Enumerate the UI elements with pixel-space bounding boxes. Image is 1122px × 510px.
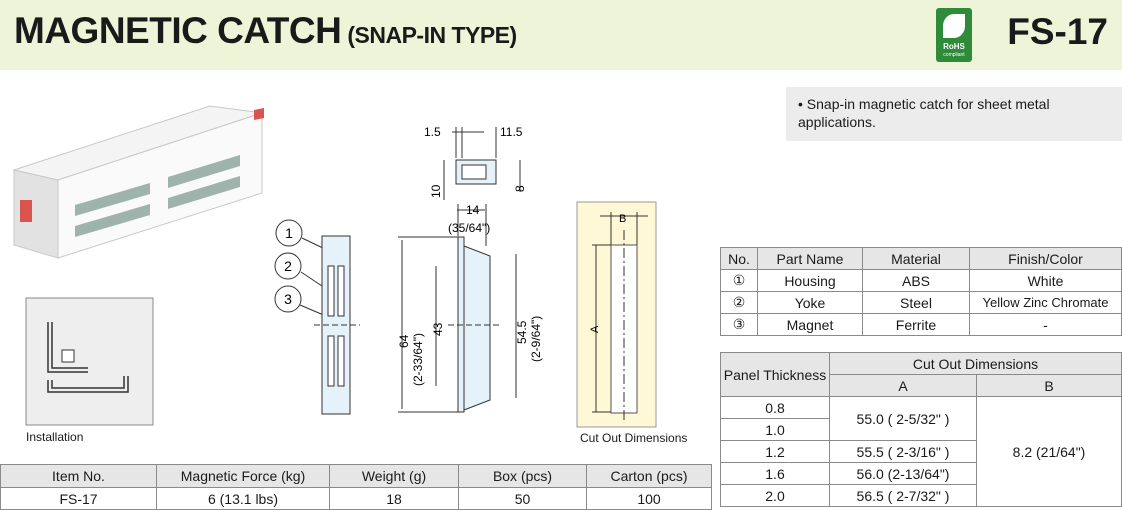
table-row: 1.2 55.5 ( 2-3/16" ) xyxy=(720,440,1122,463)
parts-header-finish: Finish/Color xyxy=(969,247,1122,270)
page-title: MAGNETIC CATCH(SNAP-IN TYPE) xyxy=(14,10,517,52)
table-row: ② Yoke Steel Yellow Zinc Chromate xyxy=(720,291,1122,314)
top-view xyxy=(443,127,521,200)
table-row: 0.8 55.0 ( 2-5/32" ) 8.2 (21/64") xyxy=(720,396,1122,507)
part-name: Magnet xyxy=(757,313,863,336)
thickness-value: 1.0 xyxy=(720,418,830,441)
item-header-no: Item No. xyxy=(0,464,157,488)
part-material: ABS xyxy=(862,269,970,292)
item-box: 50 xyxy=(458,487,587,510)
table-row: ③ Magnet Ferrite - xyxy=(720,313,1122,336)
callout-1 xyxy=(275,219,328,251)
part-name: Yoke xyxy=(757,291,863,314)
cutout-table: Panel Thickness Cut Out Dimensions A B 0… xyxy=(720,352,1122,507)
part-no: ② xyxy=(720,291,758,314)
a-value: 55.5 ( 2-3/16" ) xyxy=(829,440,977,463)
part-name: Housing xyxy=(757,269,863,292)
callout-2 xyxy=(274,252,329,291)
parts-header-name: Part Name xyxy=(757,247,863,270)
thickness-value: 1.2 xyxy=(720,440,830,463)
a-value: 56.5 ( 2-7/32" ) xyxy=(829,484,977,507)
installation-label: Installation xyxy=(26,430,84,444)
dim-h545: 54.5 xyxy=(515,320,529,344)
parts-table: No. Part Name Material Finish/Color ① Ho… xyxy=(720,247,1122,336)
b-value: 8.2 (21/64") xyxy=(976,396,1122,507)
callout-1-label: 1 xyxy=(285,225,293,241)
item-header-box: Box (pcs) xyxy=(458,464,587,488)
cutout-dims-header: Cut Out Dimensions xyxy=(829,352,1122,375)
item-table: Item No. Magnetic Force (kg) Weight (g) … xyxy=(0,464,712,510)
front-view xyxy=(398,204,517,413)
part-no: ③ xyxy=(720,313,758,336)
feature-box: • Snap-in magnetic catch for sheet metal… xyxy=(786,87,1122,141)
product-image xyxy=(12,105,264,259)
item-header-row: Item No. Magnetic Force (kg) Weight (g) … xyxy=(0,464,712,488)
item-header-force: Magnetic Force (kg) xyxy=(156,464,330,488)
header-band xyxy=(0,0,1122,70)
thickness-value: 1.6 xyxy=(720,462,830,485)
dim-h10: 10 xyxy=(429,184,443,198)
item-header-weight: Weight (g) xyxy=(329,464,459,488)
dim-w14: 14 xyxy=(466,203,480,217)
cutout-header-row: Panel Thickness Cut Out Dimensions xyxy=(720,352,1122,397)
item-no: FS-17 xyxy=(0,487,157,510)
a-value: 55.0 ( 2-5/32" ) xyxy=(829,396,977,441)
thickness-value: 0.8 xyxy=(720,396,830,419)
dim-top-left: 1.5 xyxy=(424,125,441,139)
parts-header-no: No. xyxy=(720,247,758,270)
dim-h8: 8 xyxy=(513,185,527,192)
part-material: Ferrite xyxy=(862,313,970,336)
dim-h64-inch: (2-33/64") xyxy=(411,333,425,386)
callout-2-label: 2 xyxy=(284,258,292,274)
part-finish: - xyxy=(969,313,1122,336)
callout-3-label: 3 xyxy=(284,291,292,307)
parts-header-material: Material xyxy=(862,247,970,270)
table-row: ① Housing ABS White xyxy=(720,269,1122,292)
title-subtitle: (SNAP-IN TYPE) xyxy=(347,22,517,48)
rohs-sublabel: compliant xyxy=(943,52,965,58)
dim-h64: 64 xyxy=(397,334,411,348)
dim-top-right: 11.5 xyxy=(500,125,523,139)
item-weight: 18 xyxy=(329,487,459,510)
leaf-icon xyxy=(943,14,965,38)
thickness-value: 2.0 xyxy=(720,484,830,507)
rohs-badge: RoHS compliant xyxy=(936,8,972,62)
panel-thickness-header: Panel Thickness xyxy=(720,352,830,397)
dim-a: A xyxy=(589,325,601,333)
side-view xyxy=(314,235,360,415)
cutout-a-header: A xyxy=(829,374,977,397)
item-carton: 100 xyxy=(586,487,712,510)
callout-3 xyxy=(274,285,341,323)
cutout-panel xyxy=(576,201,657,428)
dim-h545-inch: (2-9/64") xyxy=(529,316,543,362)
part-finish: White xyxy=(969,269,1122,292)
item-force: 6 (13.1 lbs) xyxy=(156,487,330,510)
part-finish: Yellow Zinc Chromate xyxy=(969,291,1122,314)
dim-h43: 43 xyxy=(431,322,445,336)
part-material: Steel xyxy=(862,291,970,314)
installation-figure xyxy=(25,297,154,426)
cutout-subheader-row: A B xyxy=(721,374,1122,397)
dim-w14-inch: (35/64") xyxy=(448,221,490,235)
model-number: FS-17 xyxy=(1007,11,1108,52)
title-main: MAGNETIC CATCH xyxy=(14,10,342,51)
table-row: FS-17 6 (13.1 lbs) 18 50 100 xyxy=(0,487,712,510)
dim-b: B xyxy=(619,213,626,225)
rohs-label: RoHS xyxy=(943,42,965,51)
a-value: 56.0 (2-13/64") xyxy=(829,462,977,485)
item-header-carton: Carton (pcs) xyxy=(586,464,712,488)
cutout-label: Cut Out Dimensions xyxy=(580,431,688,445)
parts-header-row: No. Part Name Material Finish/Color xyxy=(720,247,1122,270)
table-row: 1.6 56.0 (2-13/64") xyxy=(720,462,1122,485)
part-no: ① xyxy=(720,269,758,292)
table-row: 2.0 56.5 ( 2-7/32" ) xyxy=(720,484,1122,507)
cutout-b-header: B xyxy=(976,374,1122,397)
